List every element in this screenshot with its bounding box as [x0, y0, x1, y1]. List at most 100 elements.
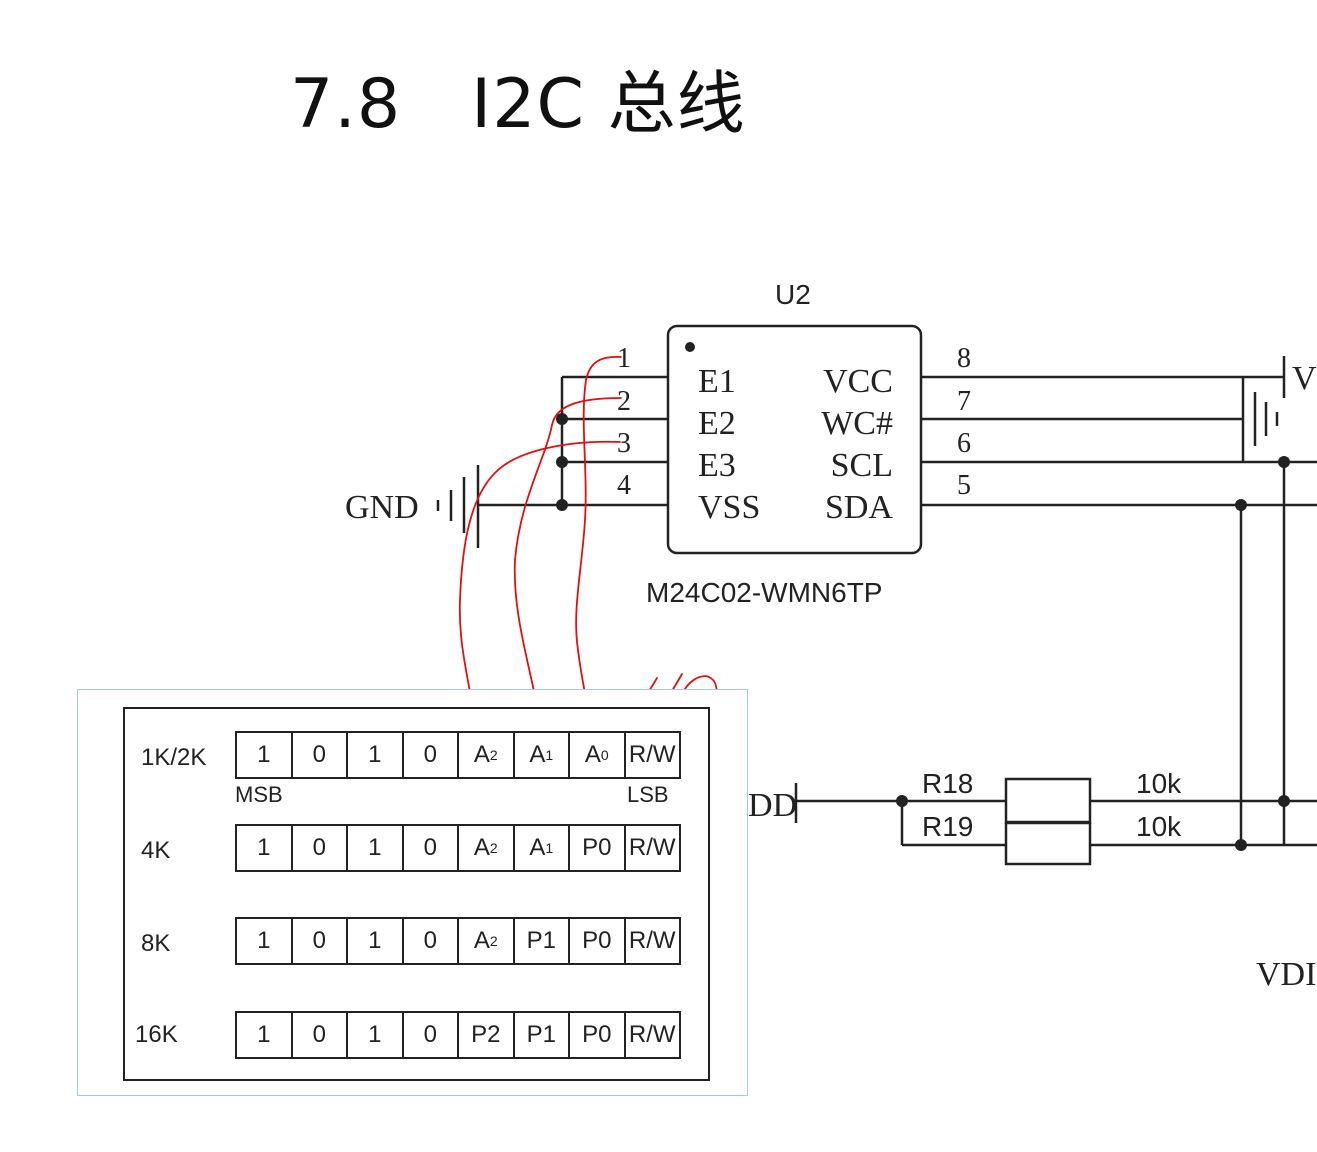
bit-subscript: 2 [489, 840, 498, 856]
pin-number-7: 7 [957, 386, 971, 417]
ic-ref-label: U2 [775, 279, 811, 310]
msb-label: MSB [235, 782, 283, 807]
ic-body [666, 324, 923, 555]
bit-text: 1 [257, 741, 271, 768]
gnd-label: GND [345, 489, 419, 526]
bit-cell: P1 [515, 919, 570, 963]
bit-cell: 1 [348, 1013, 404, 1057]
bit-subscript: 0 [600, 747, 609, 763]
bit-cell: 0 [293, 733, 348, 777]
bit-cell: R/W [626, 733, 681, 777]
resistor-r18-value: 10k [1136, 768, 1182, 799]
bit-text: 1 [368, 1021, 382, 1048]
pin-number-2: 2 [617, 386, 631, 417]
bit-cell: 0 [404, 733, 459, 777]
pin-name-e2: E2 [698, 405, 736, 442]
bit-cell: 1 [237, 919, 293, 963]
bit-text: A [473, 927, 490, 954]
bit-subscript: 2 [489, 933, 498, 949]
bit-text: 1 [368, 927, 382, 954]
bit-text: P0 [582, 834, 612, 861]
bit-text: 0 [423, 741, 437, 768]
row-label-8k: 8K [141, 930, 171, 957]
right-pin-wires [921, 356, 1317, 845]
pin-number-8: 8 [957, 343, 971, 374]
right-junction-dots [1235, 456, 1290, 851]
ground-icon [436, 465, 480, 548]
row-label-4k: 4K [141, 837, 171, 864]
bit-cell: 1 [348, 826, 404, 870]
bit-cell: 1 [237, 826, 293, 870]
bit-text: 0 [312, 927, 326, 954]
bit-text: A [584, 741, 601, 768]
section-title: I2C 总线 [471, 65, 746, 144]
bit-cell: 0 [404, 1013, 459, 1057]
annotation-e2-to-a1 [513, 397, 622, 727]
bit-subscript: 1 [545, 747, 554, 763]
bit-text: A [473, 741, 490, 768]
ic-part-label: M24C02-WMN6TP [646, 577, 882, 608]
bit-text: 0 [312, 834, 326, 861]
bit-text: 0 [423, 834, 437, 861]
pin-number-5: 5 [957, 470, 971, 501]
bit-text: A [529, 834, 546, 861]
pin1-marker-dot [685, 342, 695, 352]
lsb-label: LSB [627, 782, 669, 807]
resistor-r19 [1004, 821, 1092, 866]
resistor-r18-ref: R18 [922, 768, 973, 799]
bit-text: R/W [628, 741, 676, 768]
vcc-capacitor-icon [1253, 392, 1279, 446]
bit-text: R/W [628, 834, 676, 861]
bit-text: R/W [628, 927, 676, 954]
bit-cell: 1 [348, 733, 404, 777]
bit-text: R/W [628, 1021, 676, 1048]
bit-text: 1 [257, 1021, 271, 1048]
bit-text: 0 [312, 741, 326, 768]
bit-text: P0 [582, 927, 612, 954]
resistor-r18 [1004, 777, 1092, 824]
bit-text: 0 [423, 1021, 437, 1048]
vcc-fragment-label: V [1292, 360, 1317, 397]
bit-cell: 0 [293, 826, 348, 870]
pin-name-e1: E1 [698, 363, 736, 400]
bit-cell: 1 [237, 1013, 293, 1057]
bit-cell: P0 [570, 919, 626, 963]
bit-text: 0 [423, 927, 437, 954]
left-junction-dots [556, 413, 568, 511]
bit-text: P2 [471, 1021, 501, 1048]
page-title: 7.8 I2C 总线 [290, 48, 746, 147]
pin-name-scl: SCL [831, 447, 893, 484]
row-label-16k: 16K [135, 1021, 178, 1048]
section-number: 7.8 [290, 65, 402, 144]
bit-text: 0 [312, 1021, 326, 1048]
bit-cell: 0 [404, 826, 459, 870]
bit-text: P1 [526, 927, 556, 954]
bit-cell: 0 [293, 1013, 348, 1057]
bit-subscript: 1 [545, 840, 554, 856]
pin-number-6: 6 [957, 428, 971, 459]
pin-name-wc: WC# [821, 405, 893, 442]
bit-text: P1 [526, 1021, 556, 1048]
bit-cell: 0 [293, 919, 348, 963]
bit-cell: P1 [515, 1013, 570, 1057]
annotation-e1-to-a0 [575, 356, 622, 729]
pin-number-3: 3 [617, 428, 631, 459]
bit-text: A [529, 741, 546, 768]
bit-cell: R/W [626, 1013, 681, 1057]
pin-number-4: 4 [617, 470, 631, 501]
bit-cell: 1 [348, 919, 404, 963]
pin-number-1: 1 [617, 343, 631, 374]
bit-cell: R/W [626, 919, 681, 963]
bit-text: A [473, 834, 490, 861]
